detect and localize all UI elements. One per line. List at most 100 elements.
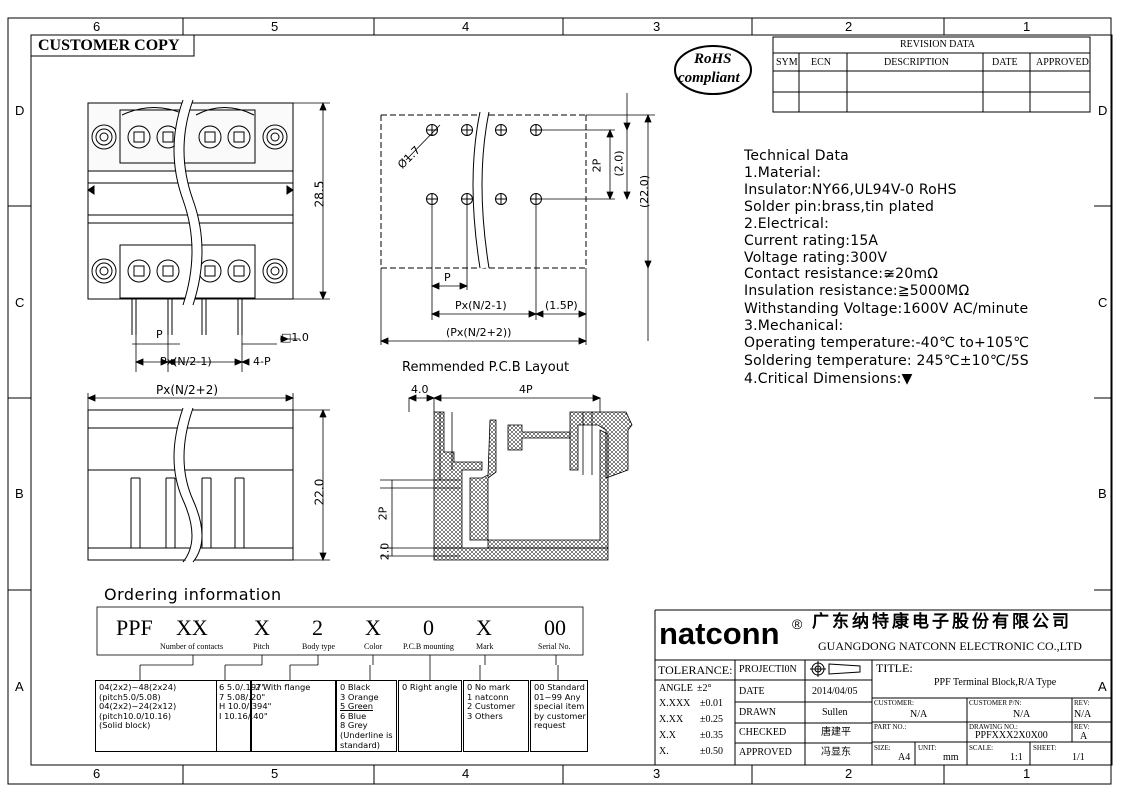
side-view-dimensions — [86, 393, 330, 562]
tech-line: Contact resistance:≆20mΩ — [744, 266, 939, 282]
side-view-connector — [87, 406, 294, 565]
zone-bottom-4: 4 — [462, 766, 470, 781]
customer-copy-box — [30, 34, 195, 57]
title-block-lines — [654, 609, 1111, 765]
dim-4-0-section: 4.0 — [411, 383, 429, 396]
dim-22-0-pcb: (22.0) — [638, 174, 652, 209]
tol-x-value: ±0.50 — [700, 746, 723, 757]
option-text: 0 Black — [340, 682, 371, 692]
zone-top-2: 2 — [845, 19, 853, 34]
code-color: X — [365, 615, 381, 640]
tech-line: Soldering temperature: 245℃±10℃/5S — [744, 353, 1029, 369]
option-box-contacts: 04(2x2)~48(2x24) (pitch5.0/5.08) 04(2x2)… — [95, 680, 217, 752]
option-text: (Underline is — [340, 729, 393, 740]
zone-top-4: 4 — [462, 19, 470, 34]
option-box-serial: 00 Standard 01~99 Any special item by cu… — [530, 680, 588, 752]
option-text: 8 Grey — [340, 720, 368, 731]
customer-copy-label: CUSTOMER COPY — [38, 37, 180, 54]
zone-bottom-5: 5 — [271, 766, 279, 781]
approved-label: APPROVED — [739, 747, 792, 758]
drawn-value: Sullen — [822, 707, 848, 718]
option-text: (pitch5.0/5.08) — [99, 691, 161, 702]
title-label: TITLE: — [876, 661, 913, 675]
pcb-layout-title: Remmended P.C.B Layout — [402, 360, 570, 375]
rev-col-description: DESCRIPTION — [884, 57, 950, 68]
dim-2-0-section: 2.0 — [378, 542, 392, 561]
dim-p-pcb: P — [444, 271, 451, 284]
front-view-connector — [87, 98, 294, 335]
code-contacts: XX — [176, 615, 208, 640]
brand-logo: natconn — [659, 616, 780, 651]
zone-left-A: A — [15, 679, 24, 694]
tol-xxx-value: ±0.25 — [700, 714, 723, 725]
revision-table — [772, 36, 1091, 113]
dim-22-0-side: 22.0 — [312, 478, 327, 506]
bottom-plug-row — [91, 244, 288, 299]
drawing-no-label: DRAWING NO.: — [969, 723, 1018, 731]
zone-bottom-3: 3 — [653, 766, 661, 781]
code-body: 2 — [312, 615, 323, 640]
rev-col-date: DATE — [992, 57, 1018, 68]
tol-xxx-label: X.XX — [659, 714, 684, 725]
option-text: (Solid block) — [99, 720, 151, 731]
front-view-dimensions — [132, 101, 330, 372]
projection-symbol — [810, 661, 861, 677]
option-text: 5 Green — [340, 701, 374, 712]
tol-angle-value: ±2° — [697, 683, 712, 694]
option-text: by customer — [534, 710, 586, 721]
zone-right-C: C — [1098, 295, 1108, 310]
cross-section-dimensions — [380, 394, 602, 556]
approved-value: 冯显东 — [821, 747, 851, 758]
company-name-chinese: 广东纳特康电子股份有限公司 — [812, 612, 1072, 632]
date-value: 2014/04/05 — [812, 686, 858, 697]
pcb-dimensions — [379, 93, 655, 345]
rohs-line1: RoHS — [694, 51, 732, 67]
option-text: request — [534, 720, 566, 731]
dim-px-n2-1-pcb: Px(N/2-1) — [455, 299, 507, 312]
zone-right-A: A — [1098, 679, 1107, 694]
code-serial: 00 — [544, 615, 566, 640]
zone-left-D: D — [15, 103, 25, 118]
zone-right-B: B — [1098, 486, 1107, 501]
tech-line: 2.Electrical: — [744, 216, 830, 232]
dim-px-n2-1-front: Px(N/2-1) — [160, 355, 212, 368]
option-text: 0 No mark — [467, 682, 511, 692]
code-pcb-mount: 0 — [423, 615, 434, 640]
zone-top-6: 6 — [93, 19, 101, 34]
rohs-ellipse — [674, 45, 752, 95]
tech-line: Current rating:15A — [744, 233, 879, 249]
option-text: H 10.0/.394" — [219, 701, 272, 712]
tech-line: 3.Mechanical: — [744, 318, 844, 334]
rev-label-1: REV: — [1074, 699, 1090, 707]
zone-top-3: 3 — [653, 19, 661, 34]
zone-right-D: D — [1098, 103, 1108, 118]
customer-pn-label: CUSTOMER P/N: — [969, 699, 1022, 707]
dim-28-5: 28.5 — [312, 180, 327, 208]
option-text: 3 Others — [467, 710, 503, 721]
tech-line: Insulator:NY66,UL94V-0 RoHS — [744, 182, 957, 198]
option-box-mark: 0 No mark 1 natconn 2 Customer 3 Others — [463, 680, 529, 752]
dim-2p-pcb: 2P — [590, 158, 604, 173]
label-pcb-mounting: P.C.B mounting — [403, 642, 454, 651]
code-pitch: X — [254, 615, 270, 640]
dim-square-1-0: □1.0 — [281, 331, 309, 344]
option-text: 0 Right angle — [402, 682, 458, 692]
ordering-connectors — [96, 606, 584, 680]
code-mark: X — [476, 615, 492, 640]
sheet-value: 1/1 — [1072, 752, 1085, 763]
label-color: Color — [364, 642, 383, 651]
checked-value: 唐建平 — [821, 727, 851, 738]
date-label: DATE — [739, 686, 765, 697]
dim-px-n2-2-side: Px(N/2+2) — [156, 383, 219, 397]
tech-line: Operating temperature:-40℃ to+105℃ — [744, 335, 1030, 351]
option-box-body: 2 With flange — [251, 680, 336, 752]
tech-line: 4.Critical Dimensions:▼ — [744, 371, 913, 387]
label-pitch: Pitch — [253, 642, 270, 651]
label-number-of-contacts: Number of contacts — [160, 642, 224, 651]
pcb-layout — [380, 111, 587, 269]
rev-value-2: A — [1080, 731, 1088, 742]
sheet-frame — [7, 17, 1113, 785]
dim-px-n2-2-pcb: (Px(N/2+2)) — [446, 326, 512, 339]
zone-bottom-2: 2 — [845, 766, 853, 781]
